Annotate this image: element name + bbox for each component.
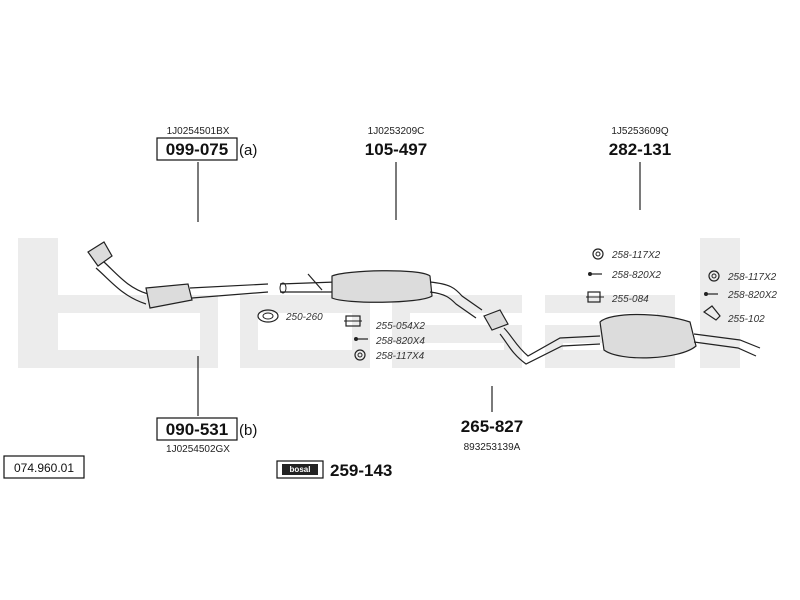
part-number-catalyst-pipe[interactable]: 090-531 — [166, 420, 228, 439]
nut-icon-3 — [708, 270, 720, 282]
hw-clamp-1-b: 258-820X4 — [375, 336, 425, 347]
centre-silencer-drawing — [279, 270, 483, 319]
nut-icon — [354, 349, 366, 361]
suffix-front-pipe: (a) — [239, 142, 257, 159]
suffix-catalyst-pipe: (b) — [239, 422, 257, 439]
hanger-icon — [586, 291, 604, 303]
oem-centre-silencer: 1J0253209C — [368, 126, 425, 137]
part-number-front-pipe[interactable]: 099-075 — [166, 140, 228, 159]
hanger-icon-2 — [702, 305, 721, 321]
diagram-ref-box — [3, 455, 85, 479]
hw-gasket: 250-260 — [285, 312, 323, 323]
hw-clamp-3-c: 255-102 — [727, 314, 765, 325]
bolt-icon-2 — [588, 272, 602, 276]
bosal-logo-text: bosal — [290, 465, 311, 474]
front-pipe-drawing — [87, 241, 269, 309]
oem-middle-pipe: 893253139A — [464, 442, 521, 453]
part-box-catalyst-pipe — [156, 417, 238, 441]
gasket-icon — [257, 309, 279, 323]
bolt-icon-3 — [704, 292, 718, 296]
clamp-icon — [344, 315, 362, 327]
kit-number[interactable]: 259-143 — [330, 461, 392, 480]
hw-clamp-2-a: 258-117X2 — [611, 250, 661, 261]
hw-clamp-1-c: 258-117X4 — [375, 351, 425, 362]
hw-clamp-1-a: 255-054X2 — [375, 321, 425, 332]
hw-clamp-3-a: 258-117X2 — [727, 272, 777, 283]
rear-silencer-drawing — [599, 313, 761, 359]
oem-catalyst-pipe: 1J0254502GX — [166, 444, 230, 455]
hw-clamp-2-b: 258-820X2 — [611, 270, 661, 281]
oem-front-pipe: 1J0254501BX — [167, 126, 230, 137]
hw-clamp-3-b: 258-820X2 — [727, 290, 777, 301]
bosal-logo: bosal — [276, 460, 324, 479]
part-box-front-pipe — [156, 137, 238, 161]
diagram-ref: 074.960.01 — [14, 461, 74, 475]
part-number-middle-pipe[interactable]: 265-827 — [461, 417, 523, 436]
bolt-icon — [354, 337, 368, 341]
middle-pipe-drawing — [483, 309, 601, 365]
hw-clamp-2-c: 255-084 — [611, 294, 649, 305]
oem-rear-silencer: 1J5253609Q — [611, 126, 668, 137]
nut-icon-2 — [592, 248, 604, 260]
part-number-rear-silencer[interactable]: 282-131 — [609, 140, 671, 159]
part-number-centre-silencer[interactable]: 105-497 — [365, 140, 427, 159]
